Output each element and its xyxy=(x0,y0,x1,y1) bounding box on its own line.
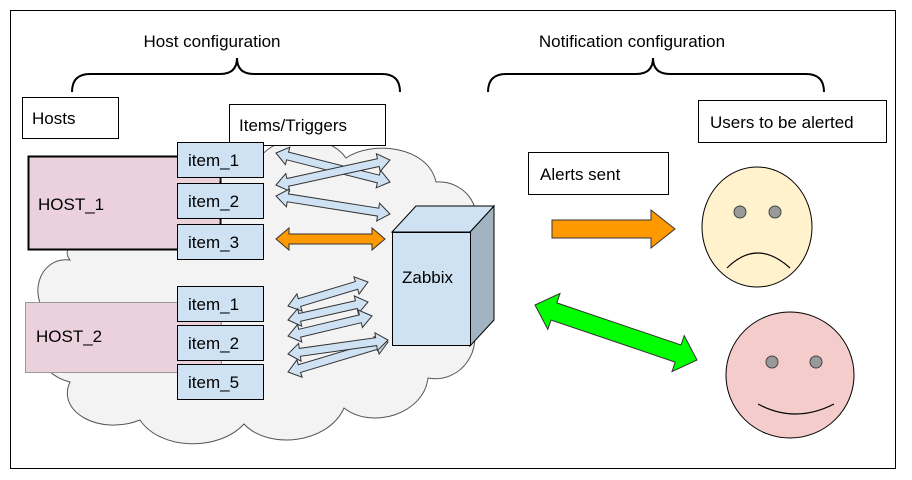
sad-face xyxy=(701,166,813,288)
host-2-item-1: item_1 xyxy=(177,286,264,322)
hosts-label: Hosts xyxy=(32,109,75,128)
zabbix-server: Zabbix xyxy=(390,204,496,348)
host-2-item-2: item_2 xyxy=(177,325,264,361)
host-1-item-3: item_3 xyxy=(177,224,264,260)
arrow-host1-item2 xyxy=(275,188,391,222)
svg-text:item_1: item_1 xyxy=(188,295,239,314)
items-triggers-label: Items/Triggers xyxy=(239,116,347,135)
host-2-item-5: item_5 xyxy=(177,364,264,400)
arrow-host1-item1b xyxy=(275,152,391,193)
items-triggers-label-box xyxy=(229,104,386,146)
svg-text:item_3: item_3 xyxy=(188,233,239,252)
svg-text:item_1: item_1 xyxy=(188,151,239,170)
arrow-host2-item1 xyxy=(287,275,369,313)
svg-text:item_5: item_5 xyxy=(188,373,239,392)
arrow-host2-item1b xyxy=(287,295,369,327)
svg-text:item_2: item_2 xyxy=(188,192,239,211)
svg-text:item_2: item_2 xyxy=(188,334,239,353)
users-to-be-alerted-label: Users to be alerted xyxy=(710,113,854,132)
data-flow-arrows xyxy=(275,146,698,379)
alert-arrow-to-sad-face xyxy=(551,208,676,250)
alerts-sent-label: Alerts sent xyxy=(540,165,621,184)
notification-configuration-heading: Notification configuration xyxy=(539,32,725,51)
host-configuration-heading: Host configuration xyxy=(143,32,280,51)
host-2-label: HOST_2 xyxy=(36,327,102,346)
arrow-host1-item1 xyxy=(275,146,391,189)
host-1-label: HOST_1 xyxy=(38,195,104,214)
alerts-sent-label-box xyxy=(528,152,669,195)
arrow-host1-item3 xyxy=(275,226,386,252)
host-1-item-2: item_2 xyxy=(177,183,264,219)
happy-face xyxy=(725,311,855,439)
arrow-host2-item2 xyxy=(287,309,373,343)
zabbix-label: Zabbix xyxy=(402,268,454,287)
host-1-item-1: item_1 xyxy=(177,142,264,178)
users-label-box xyxy=(698,100,887,143)
alert-arrow-to-happy-face xyxy=(534,292,698,373)
notification-configuration-brace xyxy=(487,57,825,93)
host-configuration-brace xyxy=(71,57,401,93)
hosts-label-box xyxy=(22,97,119,139)
arrow-host2-item5b xyxy=(287,331,389,363)
